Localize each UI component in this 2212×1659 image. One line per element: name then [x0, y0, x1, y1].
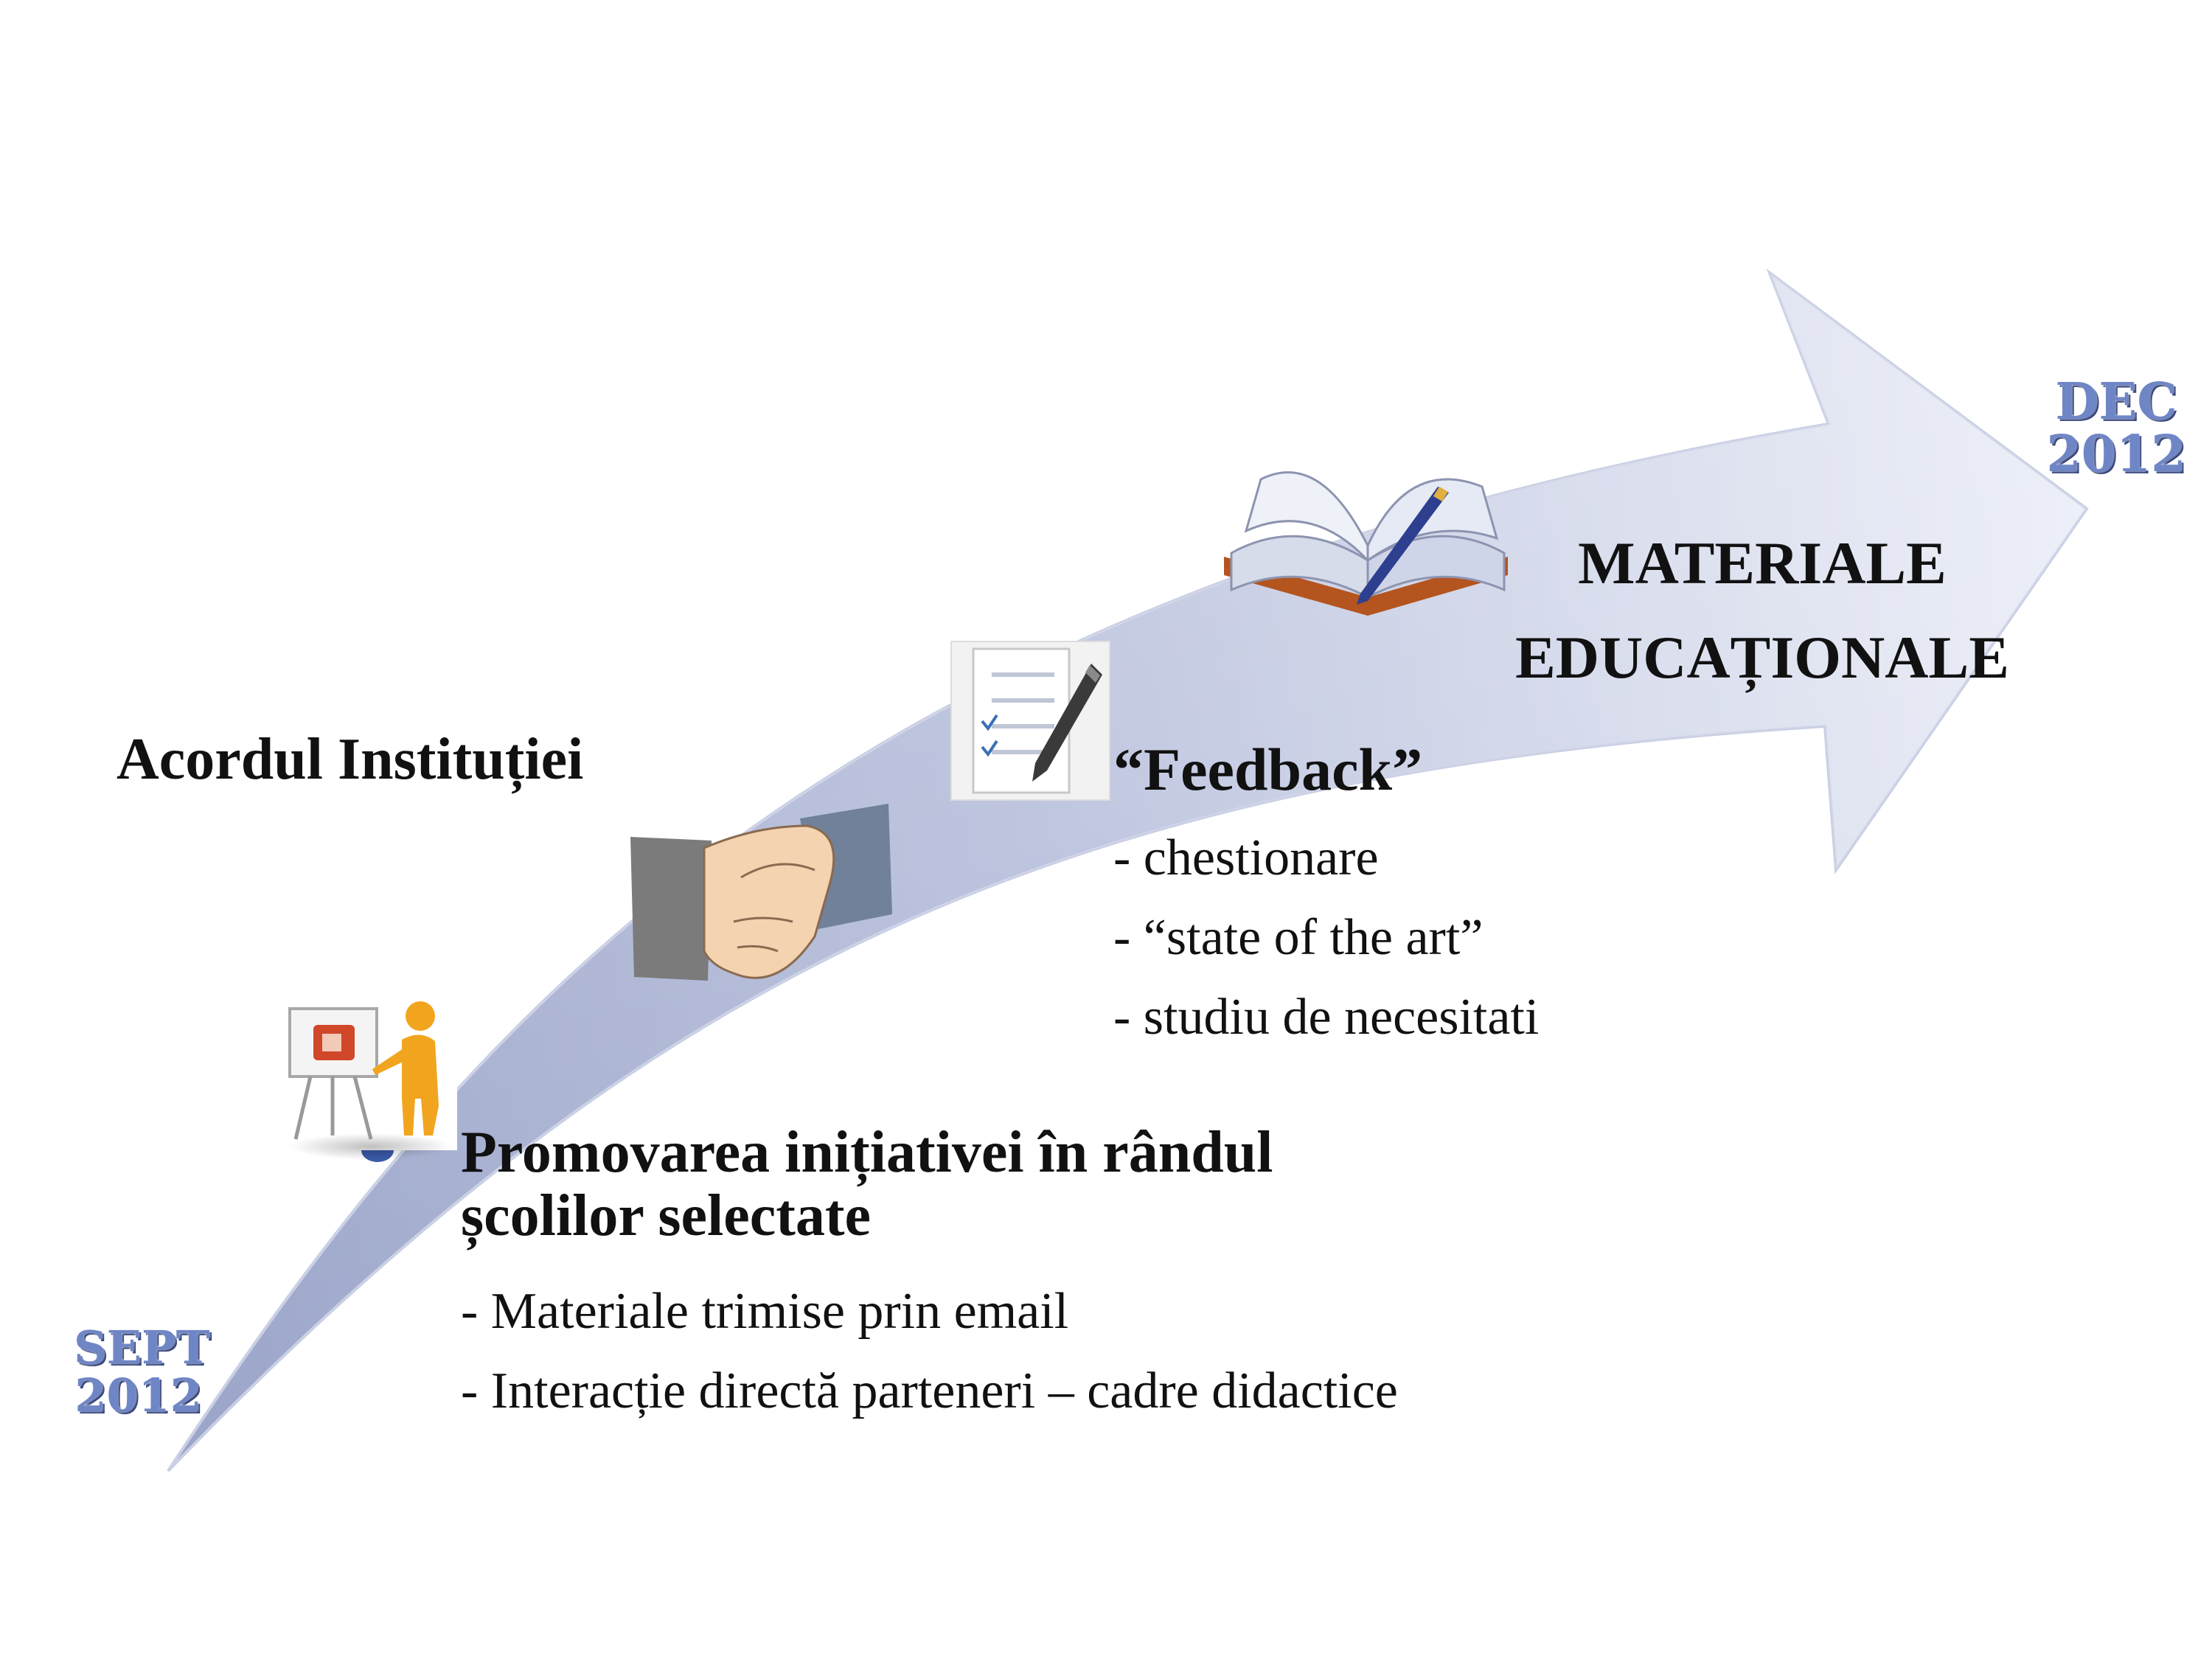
- promo-list: - Materiale trimise prin email - Interac…: [461, 1272, 1398, 1431]
- feedback-list: - chestionare - “state of the art” - stu…: [1113, 818, 1539, 1057]
- presentation-icon: [284, 988, 457, 1160]
- open-book-pen-icon: [1224, 471, 1508, 616]
- materials-title-line2: EDUCAȚIONALE: [1515, 624, 2009, 691]
- promo-title: Promovarea inițiativei în rândul școlilo…: [461, 1121, 1273, 1248]
- feedback-title: “Feedback”: [1113, 736, 1423, 803]
- end-date-year: 2012: [2046, 425, 2186, 484]
- end-date-month: DEC: [2055, 372, 2177, 431]
- feedback-item: - chestionare: [1113, 830, 1379, 886]
- end-date: DEC 2012: [2042, 372, 2190, 484]
- feedback-item: - studiu de necesitati: [1113, 989, 1540, 1046]
- handshake-icon: [630, 804, 892, 981]
- start-date-year: 2012: [74, 1368, 202, 1423]
- checklist-pen-icon: [950, 641, 1110, 801]
- promo-item: - Materiale trimise prin email: [461, 1283, 1069, 1340]
- promo-title-line1: Promovarea inițiativei în rândul: [461, 1120, 1273, 1185]
- feedback-item: - “state of the art”: [1113, 909, 1484, 966]
- agreement-title: Acordul Instituției: [116, 727, 584, 792]
- promo-item: - Interacție directă parteneri – cadre d…: [461, 1363, 1398, 1419]
- materials-title: MATERIALE EDUCAȚIONALE: [1482, 516, 2042, 705]
- promo-title-line2: școlilor selectate: [461, 1183, 872, 1248]
- materials-title-line1: MATERIALE: [1578, 529, 1947, 597]
- timeline-arrow-highlight: [168, 273, 2087, 1471]
- start-date-month: SEPT: [74, 1321, 210, 1374]
- start-date: SEPT 2012: [74, 1321, 210, 1423]
